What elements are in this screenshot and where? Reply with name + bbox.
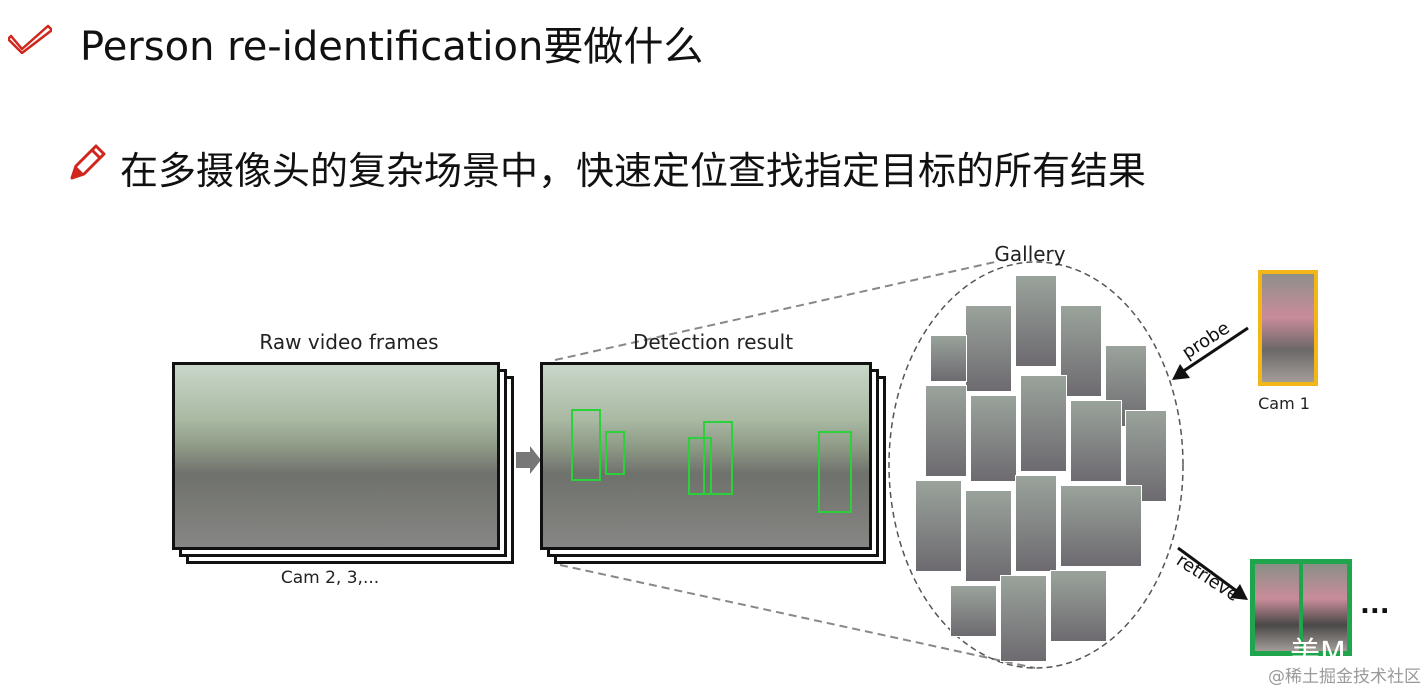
gallery-thumbnail xyxy=(965,305,1012,392)
detection-box xyxy=(818,431,852,513)
gallery-thumbnail xyxy=(1070,400,1122,482)
gallery-thumbnail xyxy=(1050,570,1107,642)
detection-frame xyxy=(540,362,872,550)
gallery-thumbnail xyxy=(965,490,1012,582)
probe-cam-label: Cam 1 xyxy=(1258,394,1310,413)
gallery-thumbnail xyxy=(930,335,967,382)
gallery-thumbnail xyxy=(925,385,967,477)
pencil-icon xyxy=(70,144,106,180)
watermark: @稀土掘金技术社区 xyxy=(1268,667,1421,687)
gallery-thumbnail xyxy=(1015,475,1057,572)
watermark-overlay: 美M xyxy=(1290,636,1346,671)
gallery-thumbnail xyxy=(970,395,1017,482)
detection-box xyxy=(605,431,625,475)
checkmark-icon xyxy=(8,24,52,54)
gallery-thumbnail xyxy=(1020,375,1067,472)
gallery-ellipse xyxy=(888,261,1184,669)
probe-image xyxy=(1258,270,1318,386)
gallery-thumbnails xyxy=(910,275,1170,665)
slide-title: Person re-identification要做什么 xyxy=(80,24,704,70)
gallery-thumbnail xyxy=(1000,575,1047,662)
gallery-thumbnail xyxy=(1060,485,1142,567)
raw-frame xyxy=(172,362,500,550)
probe-arrow xyxy=(1181,326,1249,374)
detection-label: Detection result xyxy=(632,330,794,354)
flow-arrow xyxy=(516,446,541,474)
gallery-thumbnail xyxy=(1060,305,1102,397)
more-results-ellipsis: ... xyxy=(1360,590,1390,620)
detection-box xyxy=(688,437,712,495)
slide-subtitle: 在多摄像头的复杂场景中，快速定位查找指定目标的所有结果 xyxy=(120,149,1147,193)
retrieve-arrow xyxy=(1177,546,1239,594)
gallery-label: Gallery xyxy=(994,242,1066,266)
detection-box xyxy=(703,421,733,495)
gallery-thumbnail xyxy=(1015,275,1057,367)
retrieved-image xyxy=(1303,564,1347,651)
gallery-thumbnail xyxy=(950,585,997,637)
retrieved-image xyxy=(1255,564,1303,651)
raw-cams-label: Cam 2, 3,... xyxy=(280,568,380,588)
gallery-thumbnail xyxy=(915,480,962,572)
retrieved-results xyxy=(1250,559,1352,656)
detection-box xyxy=(571,409,601,481)
raw-frames-label: Raw video frames xyxy=(259,330,439,354)
